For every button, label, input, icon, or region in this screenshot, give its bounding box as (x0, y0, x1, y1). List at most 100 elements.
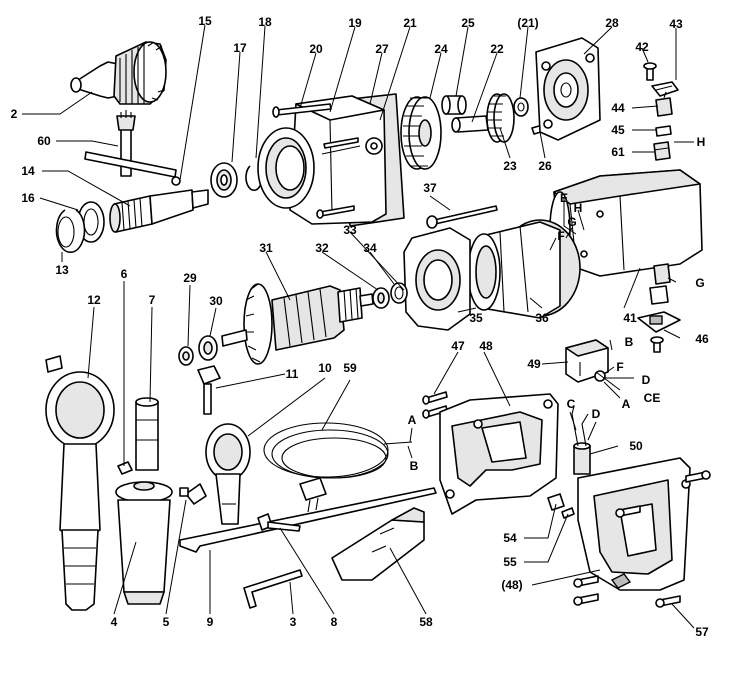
brush-45-part (655, 125, 672, 137)
callout-25: 25 (461, 16, 475, 30)
callout-29: 29 (183, 271, 197, 285)
callout-28: 28 (605, 16, 619, 30)
callout-labels: 15 18 19 21 25 (21) 28 43 42 17 20 27 24… (11, 14, 709, 639)
callout-8: 8 (331, 615, 338, 629)
callout-h-upper: H (697, 135, 706, 149)
wing-screw-8-part (257, 513, 301, 532)
callout-22: 22 (490, 42, 504, 56)
bearing-25-part (441, 95, 467, 115)
brush-cap-61-part (653, 141, 671, 161)
plate-28-part (535, 37, 601, 141)
callout-11: 11 (286, 367, 299, 381)
brush-44-part (655, 91, 673, 117)
grip-58-part (331, 507, 425, 581)
callout-19: 19 (348, 16, 362, 30)
switch-49-part (565, 339, 609, 383)
motor-housing-part (549, 169, 703, 277)
callout-48: 48 (479, 339, 493, 353)
callout-f-upper: F (557, 229, 564, 243)
callout-33: 33 (343, 223, 357, 237)
callout-47: 47 (451, 339, 465, 353)
wing-screw-11-part (197, 365, 221, 415)
sleeve-7-part (135, 397, 159, 471)
wing-screw-5-part (179, 483, 207, 505)
leader-lines (22, 24, 695, 629)
screws-57-part (573, 470, 711, 608)
callout-g-upper: G (567, 215, 576, 229)
bearing-32-part (372, 287, 390, 309)
callout-d-wire: D (592, 407, 601, 421)
callout-49: 49 (527, 357, 541, 371)
screw-55-part (561, 507, 575, 519)
callout-15: 15 (198, 14, 212, 28)
chuck-key-part (84, 110, 177, 178)
callout-b-switch: B (625, 335, 634, 349)
brush-holder-43-part (651, 81, 679, 97)
callout-61: 61 (611, 145, 625, 159)
callout-5: 5 (163, 615, 170, 629)
callout-36: 36 (535, 311, 549, 325)
callout-35: 35 (469, 311, 483, 325)
callout-48-ref: (48) (501, 578, 522, 592)
gear-housing-part (257, 93, 405, 227)
callout-58: 58 (419, 615, 433, 629)
callout-7: 7 (149, 293, 156, 307)
callout-3: 3 (290, 615, 297, 629)
bearing-17-part (210, 162, 238, 198)
nut-6-part (117, 461, 133, 475)
field-coil-36-part (467, 219, 581, 319)
callout-2: 2 (11, 107, 18, 121)
callout-g-lower: G (695, 276, 704, 290)
switch-plate-46-part (637, 311, 681, 353)
callout-f-lower: F (616, 360, 623, 374)
callout-50: 50 (629, 439, 643, 453)
callout-43: 43 (669, 17, 683, 31)
callout-31: 31 (259, 241, 273, 255)
side-handle-grip-4-part (115, 481, 173, 605)
hex-key-3-part (243, 569, 303, 609)
side-handle-clamp-12-part (45, 355, 115, 611)
handle-half-48b-part (577, 457, 691, 591)
callout-17: 17 (233, 41, 247, 55)
callout-32: 32 (315, 241, 329, 255)
callout-34: 34 (363, 241, 377, 255)
handle-half-48-part (439, 393, 559, 515)
callout-b-cable: B (410, 459, 419, 473)
callout-16: 16 (21, 191, 35, 205)
callout-37: 37 (423, 181, 437, 195)
callout-14: 14 (21, 164, 35, 178)
capacitor-50-part (571, 405, 591, 475)
bearing-30-part (198, 335, 218, 361)
brush-screw-42-part (643, 62, 657, 81)
bracket-10-part (205, 423, 251, 525)
gear-22-part (451, 93, 515, 143)
callout-24: 24 (434, 42, 448, 56)
callout-42: 42 (635, 40, 649, 54)
ring-34-part (390, 282, 408, 304)
callout-20: 20 (309, 42, 323, 56)
armature-31-part (221, 283, 374, 365)
callout-d-switch: D (642, 373, 651, 387)
callout-60: 60 (37, 134, 51, 148)
callout-23: 23 (503, 159, 517, 173)
gear-24-part (400, 96, 442, 170)
screws-47-part (422, 391, 448, 419)
depth-rod-9-part (179, 487, 437, 553)
callout-4: 4 (111, 615, 118, 629)
callout-27: 27 (375, 42, 389, 56)
callout-e-upper: E (560, 191, 568, 205)
callout-18: 18 (258, 15, 272, 29)
callout-9: 9 (207, 615, 214, 629)
spindle-part (109, 176, 209, 233)
washer-21-part (513, 97, 529, 117)
screw-37-part (426, 205, 498, 229)
callout-12: 12 (87, 293, 101, 307)
callout-45: 45 (611, 123, 625, 137)
callout-44: 44 (611, 101, 625, 115)
callout-30: 30 (209, 294, 223, 308)
callout-6: 6 (121, 267, 128, 281)
circlip-13-part (55, 209, 86, 253)
callout-a-cable: A (408, 413, 417, 427)
callout-26: 26 (538, 159, 552, 173)
callout-21-ref: (21) (517, 16, 538, 30)
